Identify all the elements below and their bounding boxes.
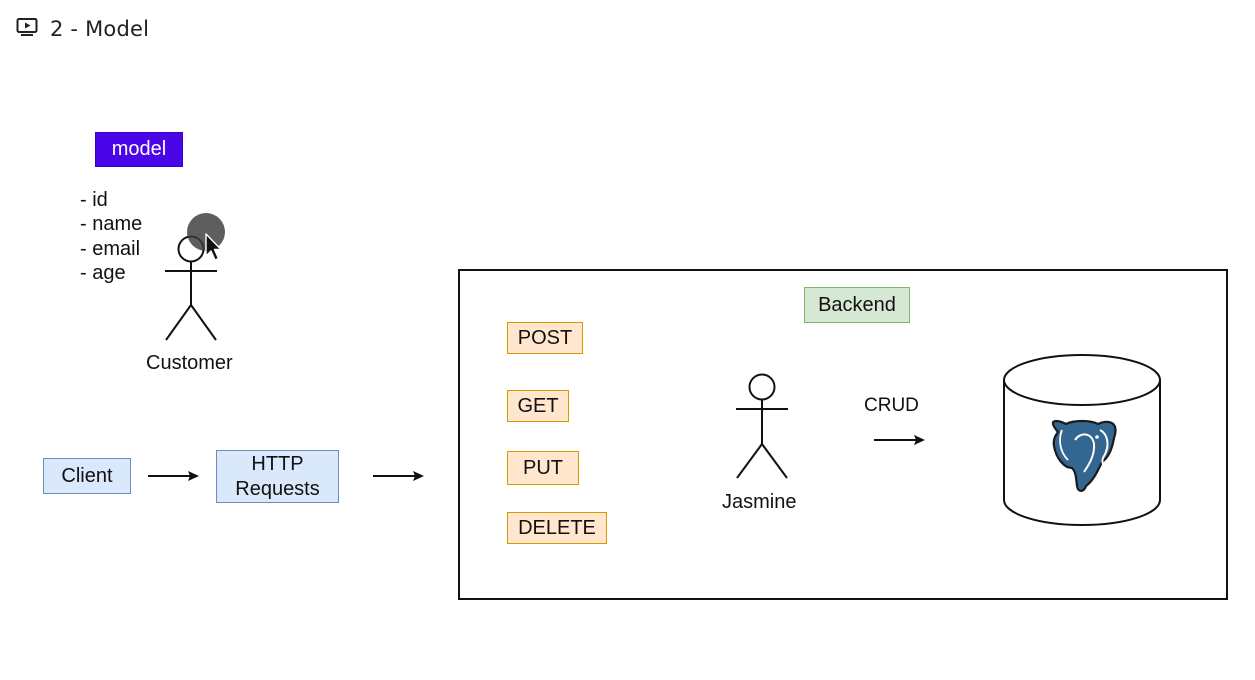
customer-stick-figure xyxy=(165,235,217,341)
lesson-title: 2 - Model xyxy=(50,17,150,41)
crud-label: CRUD xyxy=(864,395,919,416)
backend-label: Backend xyxy=(804,287,910,323)
mouse-cursor-icon xyxy=(187,213,225,261)
lesson-header: 2 - Model xyxy=(16,16,149,42)
model-field-email: - email xyxy=(80,238,141,260)
http-requests-line2: Requests xyxy=(235,477,320,500)
video-play-icon xyxy=(16,17,38,42)
method-put: PUT xyxy=(507,451,579,485)
jasmine-label: Jasmine xyxy=(722,491,797,513)
model-field-id: - id xyxy=(80,189,108,211)
arrow-http-to-backend xyxy=(373,471,424,481)
postgresql-elephant-icon xyxy=(1051,419,1117,492)
method-post: POST xyxy=(507,322,583,354)
model-field-age: - age xyxy=(80,262,126,284)
client-box: Client xyxy=(43,458,131,494)
http-requests-line1: HTTP xyxy=(251,452,304,475)
arrow-crud xyxy=(874,435,925,445)
arrow-client-to-http xyxy=(148,471,199,481)
method-delete: DELETE xyxy=(507,512,607,544)
http-requests-box: HTTP Requests xyxy=(216,450,339,503)
customer-label: Customer xyxy=(146,352,233,374)
jasmine-stick-figure xyxy=(736,373,788,479)
backend-container xyxy=(458,269,1228,600)
method-get: GET xyxy=(507,390,569,422)
model-tag: model xyxy=(95,132,183,167)
model-field-name: - name xyxy=(80,213,143,235)
